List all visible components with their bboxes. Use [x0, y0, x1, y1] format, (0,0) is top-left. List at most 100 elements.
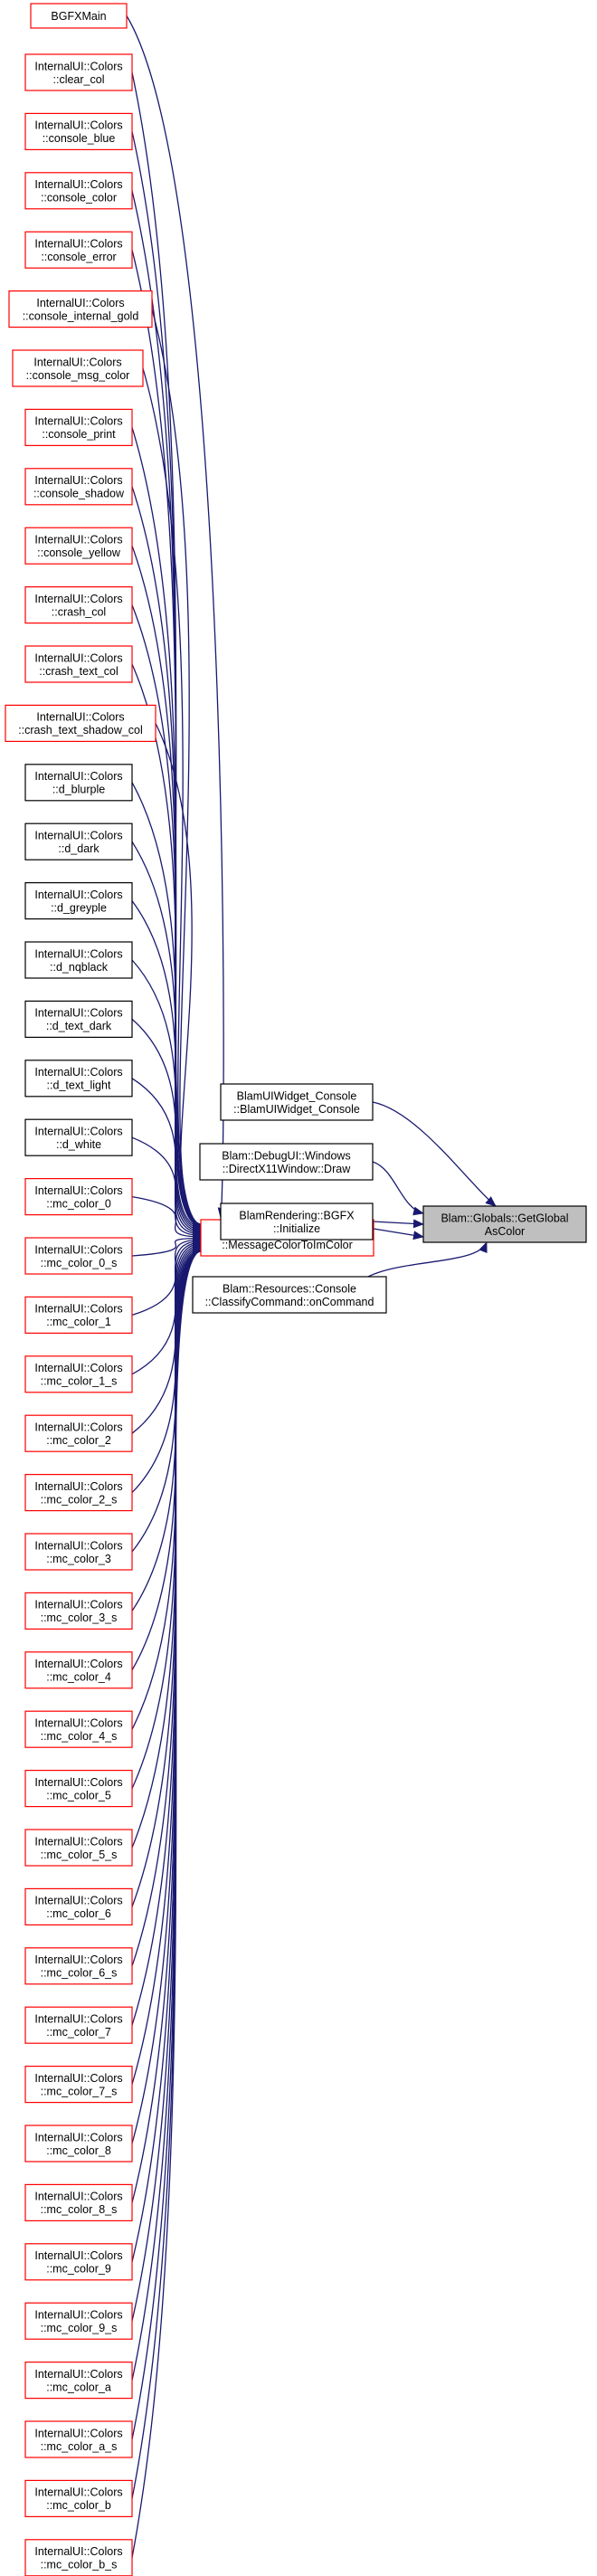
node-mc-color-a[interactable]: InternalUI::Colors::mc_color_a — [24, 2362, 133, 2400]
node-crash-col-box — [24, 585, 133, 624]
node-mc-color-0-s[interactable]: InternalUI::Colors::mc_color_0_s — [24, 1237, 133, 1275]
edge-console-yellow-to-hub — [131, 545, 204, 1230]
node-crash-text-col[interactable]: InternalUI::Colors::crash_text_col — [24, 645, 133, 683]
node-mc-color-3-label-line: InternalUI::Colors — [34, 1539, 122, 1552]
node-mc-color-3-s[interactable]: InternalUI::Colors::mc_color_3_s — [24, 1592, 133, 1630]
node-classify-cmd[interactable]: Blam::Resources::Console::ClassifyComman… — [192, 1276, 387, 1314]
node-mc-color-9[interactable]: InternalUI::Colors::mc_color_9 — [24, 2243, 133, 2281]
edge-mc-color-8-s-to-hub — [131, 1246, 204, 2203]
node-d-nqblack-label-line: ::d_nqblack — [50, 961, 109, 974]
node-mc-color-7-s-box — [24, 2066, 133, 2104]
node-d-text-light-box — [24, 1060, 133, 1098]
node-mc-color-5[interactable]: InternalUI::Colors::mc_color_5 — [24, 1769, 133, 1808]
node-crash-text-col-label-line: ::crash_text_col — [39, 665, 118, 678]
node-console-msg-color[interactable]: InternalUI::Colors::console_msg_color — [12, 349, 144, 387]
node-mc-color-8-label-line: ::mc_color_8 — [46, 2144, 111, 2157]
node-mc-color-0[interactable]: InternalUI::Colors::mc_color_0 — [24, 1177, 133, 1216]
node-mc-color-6-box — [24, 1887, 133, 1925]
node-d-greyple[interactable]: InternalUI::Colors::d_greyple — [24, 881, 133, 920]
node-mc-color-3-s-label-line: InternalUI::Colors — [34, 1599, 122, 1611]
node-mc-color-b-s-label-line: InternalUI::Colors — [34, 2545, 122, 2558]
node-mc-color-7[interactable]: InternalUI::Colors::mc_color_7 — [24, 2006, 133, 2044]
node-mc-color-a-box — [24, 2362, 133, 2400]
node-mc-color-8-box — [24, 2124, 133, 2163]
node-mc-color-3-s-box — [24, 1592, 133, 1630]
node-console-shadow-label-line: InternalUI::Colors — [34, 474, 122, 487]
node-crash-text-shadow-col[interactable]: InternalUI::Colors::crash_text_shadow_co… — [5, 704, 156, 743]
node-d-greyple-label-line: InternalUI::Colors — [34, 889, 122, 901]
edge-console-msg-color-to-hub — [142, 367, 204, 1230]
node-mc-color-2-s[interactable]: InternalUI::Colors::mc_color_2_s — [24, 1473, 133, 1512]
node-mc-color-6-s-label-line: ::mc_color_6_s — [41, 1967, 118, 1980]
node-console-error-box — [24, 231, 133, 269]
node-bgfx-init[interactable]: BlamRendering::BGFX::Initialize — [220, 1202, 374, 1240]
node-mc-color-2-label-line: ::mc_color_2 — [46, 1434, 111, 1447]
node-console-blue-label-line: ::console_blue — [43, 132, 116, 145]
node-mc-color-1-s[interactable]: InternalUI::Colors::mc_color_1_s — [24, 1355, 133, 1393]
node-mc-color-b-label-line: InternalUI::Colors — [34, 2486, 122, 2499]
node-crash-text-col-label-line: InternalUI::Colors — [34, 651, 122, 664]
node-mc-color-8[interactable]: InternalUI::Colors::mc_color_8 — [24, 2124, 133, 2163]
node-mc-color-5-s-box — [24, 1829, 133, 1867]
node-mc-color-1[interactable]: InternalUI::Colors::mc_color_1 — [24, 1296, 133, 1335]
node-console-yellow[interactable]: InternalUI::Colors::console_yellow — [24, 527, 133, 565]
node-console-msg-color-label-line: InternalUI::Colors — [33, 356, 121, 368]
node-mc-color-2[interactable]: InternalUI::Colors::mc_color_2 — [24, 1414, 133, 1452]
node-clear-col[interactable]: InternalUI::Colors::clear_col — [24, 53, 133, 91]
node-mc-color-5-s[interactable]: InternalUI::Colors::mc_color_5_s — [24, 1829, 133, 1867]
node-bgfxmain[interactable]: BGFXMain — [30, 3, 128, 29]
node-mc-color-b-s[interactable]: InternalUI::Colors::mc_color_b_s — [24, 2539, 133, 2576]
node-d-text-light-label-line: ::d_text_light — [47, 1079, 111, 1092]
node-d-dark[interactable]: InternalUI::Colors::d_dark — [24, 822, 133, 860]
node-mc-color-4-s[interactable]: InternalUI::Colors::mc_color_4_s — [24, 1710, 133, 1748]
node-mc-color-6-label-line: InternalUI::Colors — [34, 1895, 122, 1907]
node-d-nqblack[interactable]: InternalUI::Colors::d_nqblack — [24, 941, 133, 979]
node-console-error-label-line: ::console_error — [41, 251, 116, 263]
node-d-white-box — [24, 1118, 133, 1156]
node-crash-col[interactable]: InternalUI::Colors::crash_col — [24, 585, 133, 624]
edge-mc-color-7-to-hub — [131, 1246, 204, 2026]
node-console-internal-gold[interactable]: InternalUI::Colors::console_internal_gol… — [8, 290, 153, 328]
node-console-print[interactable]: InternalUI::Colors::console_print — [24, 408, 133, 446]
node-d-text-dark[interactable]: InternalUI::Colors::d_text_dark — [24, 1000, 133, 1039]
node-mc-color-6[interactable]: InternalUI::Colors::mc_color_6 — [24, 1887, 133, 1925]
node-mc-color-8-s[interactable]: InternalUI::Colors::mc_color_8_s — [24, 2183, 133, 2221]
node-d-text-dark-box — [24, 1000, 133, 1039]
node-mc-color-b[interactable]: InternalUI::Colors::mc_color_b — [24, 2479, 133, 2517]
edge-mc-color-0-s-to-hub — [131, 1233, 204, 1257]
node-console-blue-box — [24, 112, 133, 151]
node-mc-color-7-s[interactable]: InternalUI::Colors::mc_color_7_s — [24, 2066, 133, 2104]
node-mc-color-1-label-line: ::mc_color_1 — [46, 1316, 111, 1328]
node-mc-color-a-s[interactable]: InternalUI::Colors::mc_color_a_s — [24, 2420, 133, 2458]
node-get-global-as-color-label-line: AsColor — [485, 1225, 525, 1238]
node-console-color-label-line: ::console_color — [41, 192, 117, 204]
edge-console-shadow-to-hub — [131, 486, 204, 1230]
node-console-color[interactable]: InternalUI::Colors::console_color — [24, 172, 133, 210]
node-mc-color-7-s-label-line: ::mc_color_7_s — [41, 2085, 118, 2097]
node-mc-color-6-s[interactable]: InternalUI::Colors::mc_color_6_s — [24, 1947, 133, 1985]
node-mc-color-4[interactable]: InternalUI::Colors::mc_color_4 — [24, 1651, 133, 1689]
node-d-white[interactable]: InternalUI::Colors::d_white — [24, 1118, 133, 1156]
node-mc-color-9-label-line: ::mc_color_9 — [46, 2263, 111, 2276]
node-d-text-light[interactable]: InternalUI::Colors::d_text_light — [24, 1060, 133, 1098]
edge-console-print-to-hub — [131, 427, 204, 1230]
node-console-blue[interactable]: InternalUI::Colors::console_blue — [24, 112, 133, 151]
node-directx-draw[interactable]: Blam::DebugUI::Windows::DirectX11Window:… — [199, 1143, 374, 1181]
node-console-shadow[interactable]: InternalUI::Colors::console_shadow — [24, 468, 133, 506]
node-mc-color-9-s[interactable]: InternalUI::Colors::mc_color_9_s — [24, 2302, 133, 2340]
node-console-widget[interactable]: BlamUIWidget_Console::BlamUIWidget_Conso… — [220, 1083, 374, 1121]
node-d-blurple[interactable]: InternalUI::Colors::d_blurple — [24, 764, 133, 802]
edge-blam-debugui-windows-directx11window-draw-to-target — [372, 1161, 424, 1216]
node-mc-color-2-s-box — [24, 1473, 133, 1512]
node-console-error[interactable]: InternalUI::Colors::console_error — [24, 231, 133, 269]
node-mc-color-3[interactable]: InternalUI::Colors::mc_color_3 — [24, 1533, 133, 1571]
node-bgfx-init-label-line: ::Initialize — [273, 1222, 320, 1235]
node-classify-cmd-label-line: ::ClassifyCommand::onCommand — [205, 1296, 374, 1308]
edge-blam-resources-console-classifycommand-oncommand-to-target — [367, 1241, 488, 1278]
edge-d-white-to-hub — [131, 1136, 204, 1240]
edge-mc-color-6-to-hub — [131, 1246, 204, 1907]
node-bgfx-init-label-line: BlamRendering::BGFX — [239, 1209, 355, 1221]
node-message-color-to-imcolor-label-line: ::MessageColorToImColor — [222, 1239, 353, 1251]
